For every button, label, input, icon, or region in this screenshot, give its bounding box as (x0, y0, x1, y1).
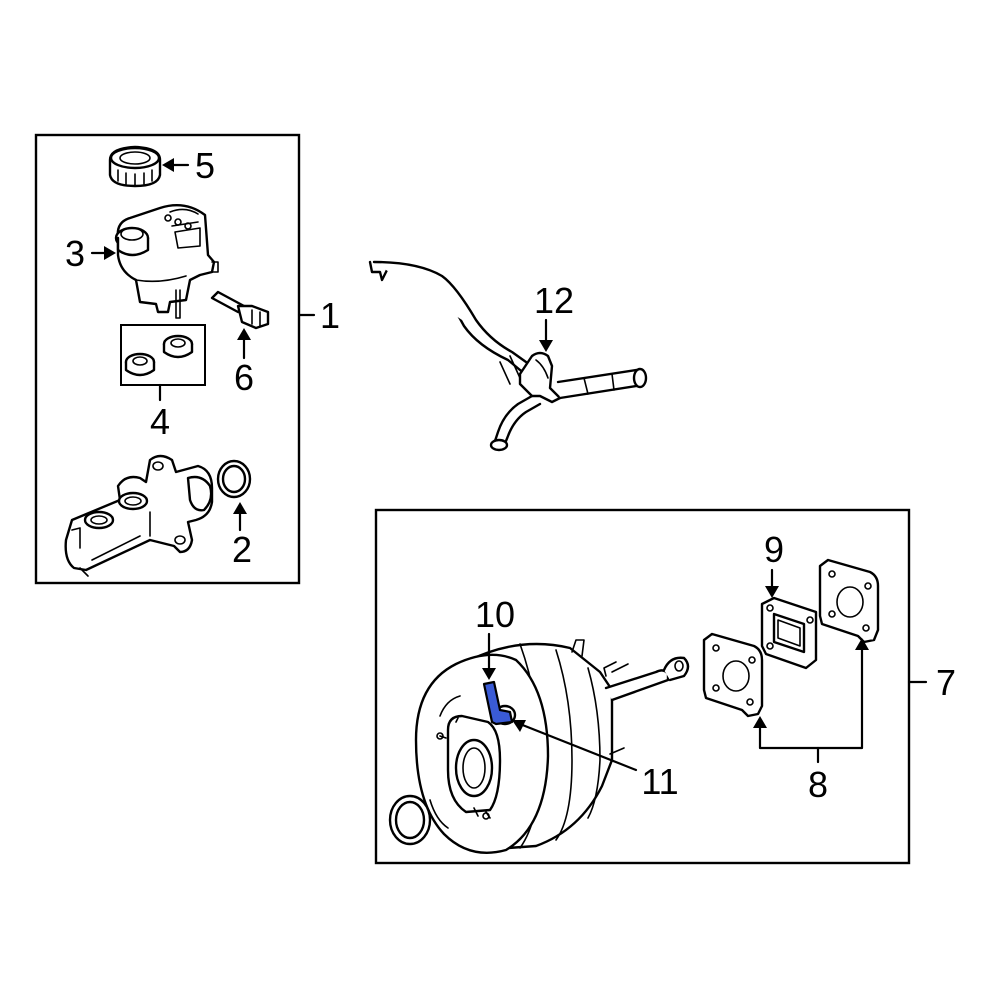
booster-o-ring-part[interactable] (388, 794, 432, 846)
booster-gasket-front-part[interactable] (702, 632, 764, 718)
callout-4[interactable]: 4 (150, 401, 170, 442)
callout-11[interactable]: 11 (641, 761, 678, 802)
vacuum-hose-part[interactable] (368, 260, 648, 452)
callout-9[interactable]: 9 (764, 529, 784, 570)
callout-10[interactable]: 10 (475, 594, 515, 635)
master-cylinder-body[interactable] (64, 454, 214, 577)
brake-fluid-reservoir-part[interactable] (114, 204, 219, 319)
callout-2[interactable]: 2 (232, 529, 252, 570)
callout-7[interactable]: 7 (936, 662, 956, 703)
brake-booster-body-part[interactable] (414, 639, 690, 854)
booster-spacer-part[interactable] (760, 596, 818, 670)
callout-3[interactable]: 3 (65, 233, 85, 274)
booster-gasket-rear-part[interactable] (818, 558, 880, 644)
vacuum-check-valve-part[interactable] (482, 680, 514, 726)
master-cylinder-o-ring-part[interactable] (216, 459, 252, 499)
brake-booster-group-frame (374, 508, 911, 865)
callout-12[interactable]: 12 (534, 280, 574, 321)
callout-1[interactable]: 1 (320, 295, 340, 336)
brake-booster-group: 7 (374, 508, 956, 865)
reservoir-grommets-part[interactable] (120, 324, 206, 386)
fluid-level-sensor-part[interactable] (210, 290, 270, 330)
reservoir-cap-part[interactable] (108, 145, 162, 188)
callout-5[interactable]: 5 (195, 145, 215, 186)
callout-8[interactable]: 8 (808, 764, 828, 805)
callout-6[interactable]: 6 (234, 357, 254, 398)
master-cylinder-group-frame (34, 133, 301, 585)
master-cylinder-group: 1 5 3 (34, 133, 340, 585)
